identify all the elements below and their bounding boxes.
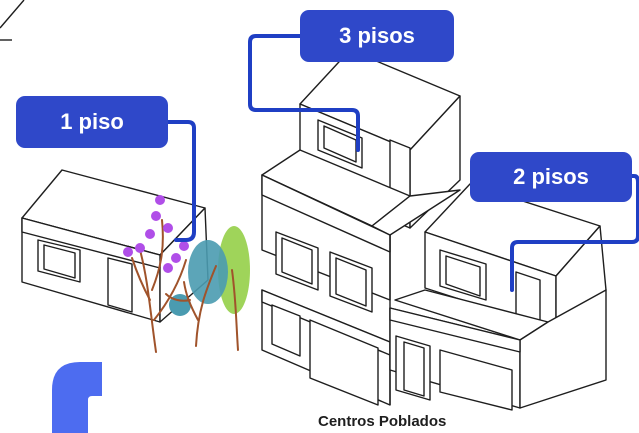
tree-green-foliage	[218, 226, 250, 314]
blossom	[163, 223, 173, 233]
connector-three-floors	[248, 34, 360, 152]
blossom	[171, 253, 181, 263]
tree-icon	[123, 195, 250, 353]
blossom	[155, 195, 165, 205]
blossom	[163, 263, 173, 273]
blossom	[179, 241, 189, 251]
blossom	[135, 243, 145, 253]
blossom	[145, 229, 155, 239]
house-two-floor-icon	[389, 183, 607, 411]
label-three-floors-text: 3 pisos	[339, 23, 415, 48]
connector-two-floors	[510, 174, 639, 292]
label-two-floors-text: 2 pisos	[513, 164, 589, 189]
label-one-floor: 1 piso	[16, 96, 168, 148]
house-three-floor-icon	[261, 49, 461, 406]
blossom	[151, 211, 161, 221]
accent-bracket-shape	[52, 362, 102, 433]
label-two-floors: 2 pisos	[470, 152, 632, 202]
connector-one-floor	[166, 120, 196, 242]
corner-decoration	[0, 0, 25, 29]
tree-teal-foliage	[188, 240, 228, 304]
label-one-floor-text: 1 piso	[60, 109, 124, 134]
caption: Centros Poblados	[318, 413, 447, 430]
label-three-floors: 3 pisos	[300, 10, 454, 62]
blossom	[123, 247, 133, 257]
